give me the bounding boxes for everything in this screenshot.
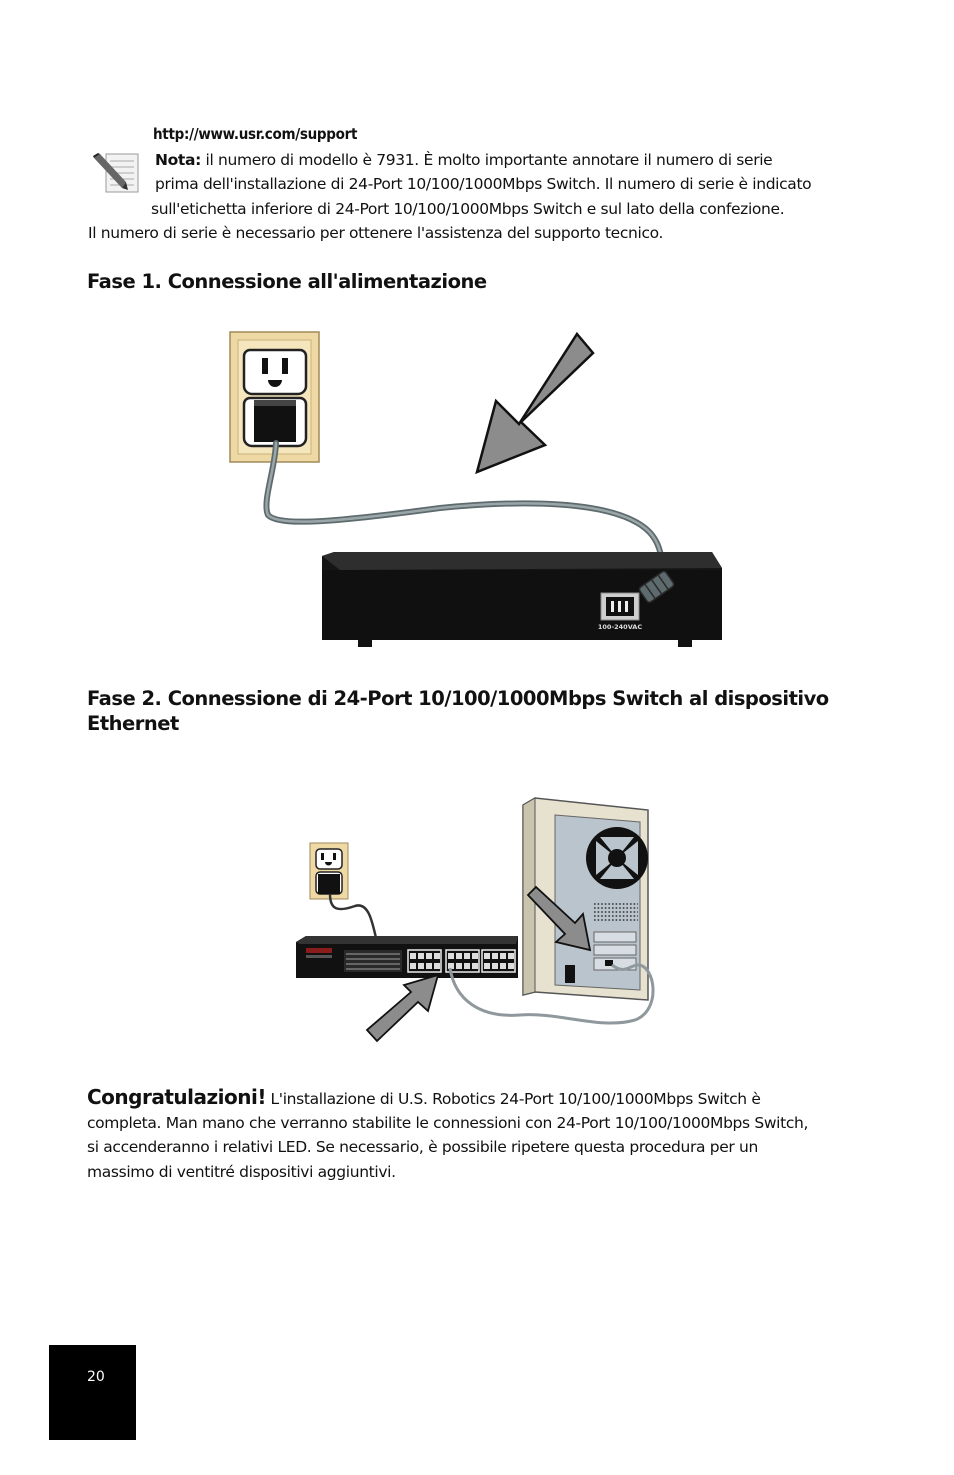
note-line-2: prima dell'installazione di 24-Port 10/1…	[155, 175, 812, 193]
arrow-icon	[475, 331, 595, 475]
note-line-3: sull'etichetta inferiore di 24-Port 10/1…	[151, 200, 785, 218]
vent-grille	[594, 903, 638, 921]
page-number-box: 20	[49, 1345, 136, 1440]
note-line-1: Nota: il numero di modello è 7931. È mol…	[155, 151, 773, 169]
congrats-heading: Congratulazioni!	[87, 1085, 266, 1109]
power-plug-icon	[638, 570, 675, 603]
arrow-icon-pc	[526, 885, 592, 952]
congrats-line-3: si accenderanno i relativi LED. Se neces…	[87, 1138, 758, 1156]
congrats-line-1: Congratulazioni! L'installazione di U.S.…	[87, 1085, 761, 1109]
step2-illustration	[296, 797, 655, 1043]
step1-illustration: 100-240VAC	[229, 331, 722, 647]
step2-heading-line-2: Ethernet	[87, 712, 179, 735]
power-rating-label: 100-240VAC	[598, 623, 642, 631]
page-number: 20	[87, 1369, 105, 1385]
power-adapter-small	[318, 874, 340, 894]
support-url[interactable]: http://www.usr.com/support	[153, 125, 358, 143]
note-label: Nota:	[155, 151, 201, 169]
note-pencil-icon	[93, 153, 139, 193]
arrow-icon-switch	[365, 973, 440, 1043]
pc-ethernet-port-icon	[605, 960, 613, 966]
congrats-line-4: massimo di ventitré dispositivi aggiunti…	[87, 1163, 396, 1181]
led-panel	[346, 953, 400, 970]
ethernet-cable	[448, 963, 655, 1025]
power-adapter	[254, 400, 296, 442]
step1-heading: Fase 1. Connessione all'alimentazione	[87, 270, 487, 293]
step2-heading-line-1: Fase 2. Connessione di 24-Port 10/100/10…	[87, 687, 829, 710]
ethernet-ports	[407, 949, 516, 973]
note-line-4: Il numero di serie è necessario per otte…	[88, 224, 664, 242]
congrats-line-2: completa. Man mano che verranno stabilit…	[87, 1114, 809, 1132]
